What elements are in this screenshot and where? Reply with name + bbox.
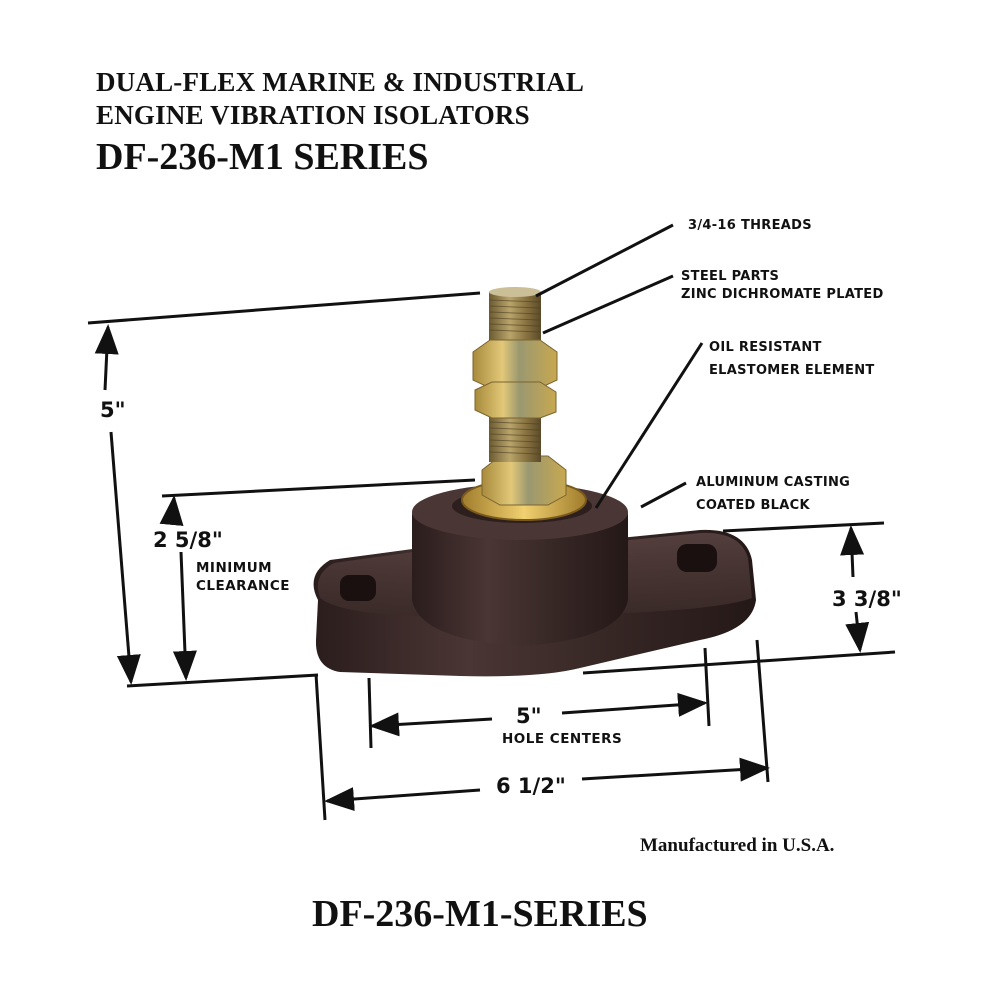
series-title: DF-236-M1 SERIES [96, 136, 429, 178]
title-line-1: DUAL-FLEX MARINE & INDUSTRIAL [96, 67, 585, 97]
min-clearance-label-1: MINIMUM [196, 560, 273, 576]
mounting-hole-right [677, 544, 717, 572]
lower-jam-nut [474, 381, 557, 419]
threads-callout: 3/4-16 THREADS [688, 218, 812, 233]
steel-parts-callout-line2: ZINC DICHROMATE PLATED [681, 287, 884, 302]
min-clearance-value: 2 5/8" [151, 528, 225, 552]
stud-assembly [461, 287, 587, 521]
mounting-hole-left [340, 575, 376, 601]
title-block: DUAL-FLEX MARINE & INDUSTRIAL ENGINE VIB… [96, 66, 584, 180]
elastomer-callout-line2: ELASTOMER ELEMENT [709, 363, 875, 378]
manufactured-in-label: Manufactured in U.S.A. [640, 835, 835, 856]
overall-height-label: 5" [98, 398, 128, 422]
min-clearance-label-2: CLEARANCE [196, 578, 290, 594]
upper-jam-nut [472, 339, 558, 389]
casting-callout-line1: ALUMINUM CASTING [696, 475, 851, 490]
steel-parts-callout-line1: STEEL PARTS [681, 269, 780, 284]
overall-length-label: 6 1/2" [494, 774, 568, 798]
bottom-nut [481, 455, 567, 506]
dimension-lines [87, 291, 896, 821]
base-height-label: 3 3/8" [830, 587, 904, 611]
hole-centers-value: 5" [514, 704, 544, 728]
title-line-2: ENGINE VIBRATION ISOLATORS [96, 100, 530, 130]
footer-series-title: DF-236-M1-SERIES [312, 893, 648, 935]
elastomer-callout-line1: OIL RESISTANT [709, 340, 822, 355]
casting-callout-line2: COATED BLACK [696, 498, 810, 513]
hole-centers-label: HOLE CENTERS [502, 731, 623, 747]
leader-lines [535, 223, 704, 509]
